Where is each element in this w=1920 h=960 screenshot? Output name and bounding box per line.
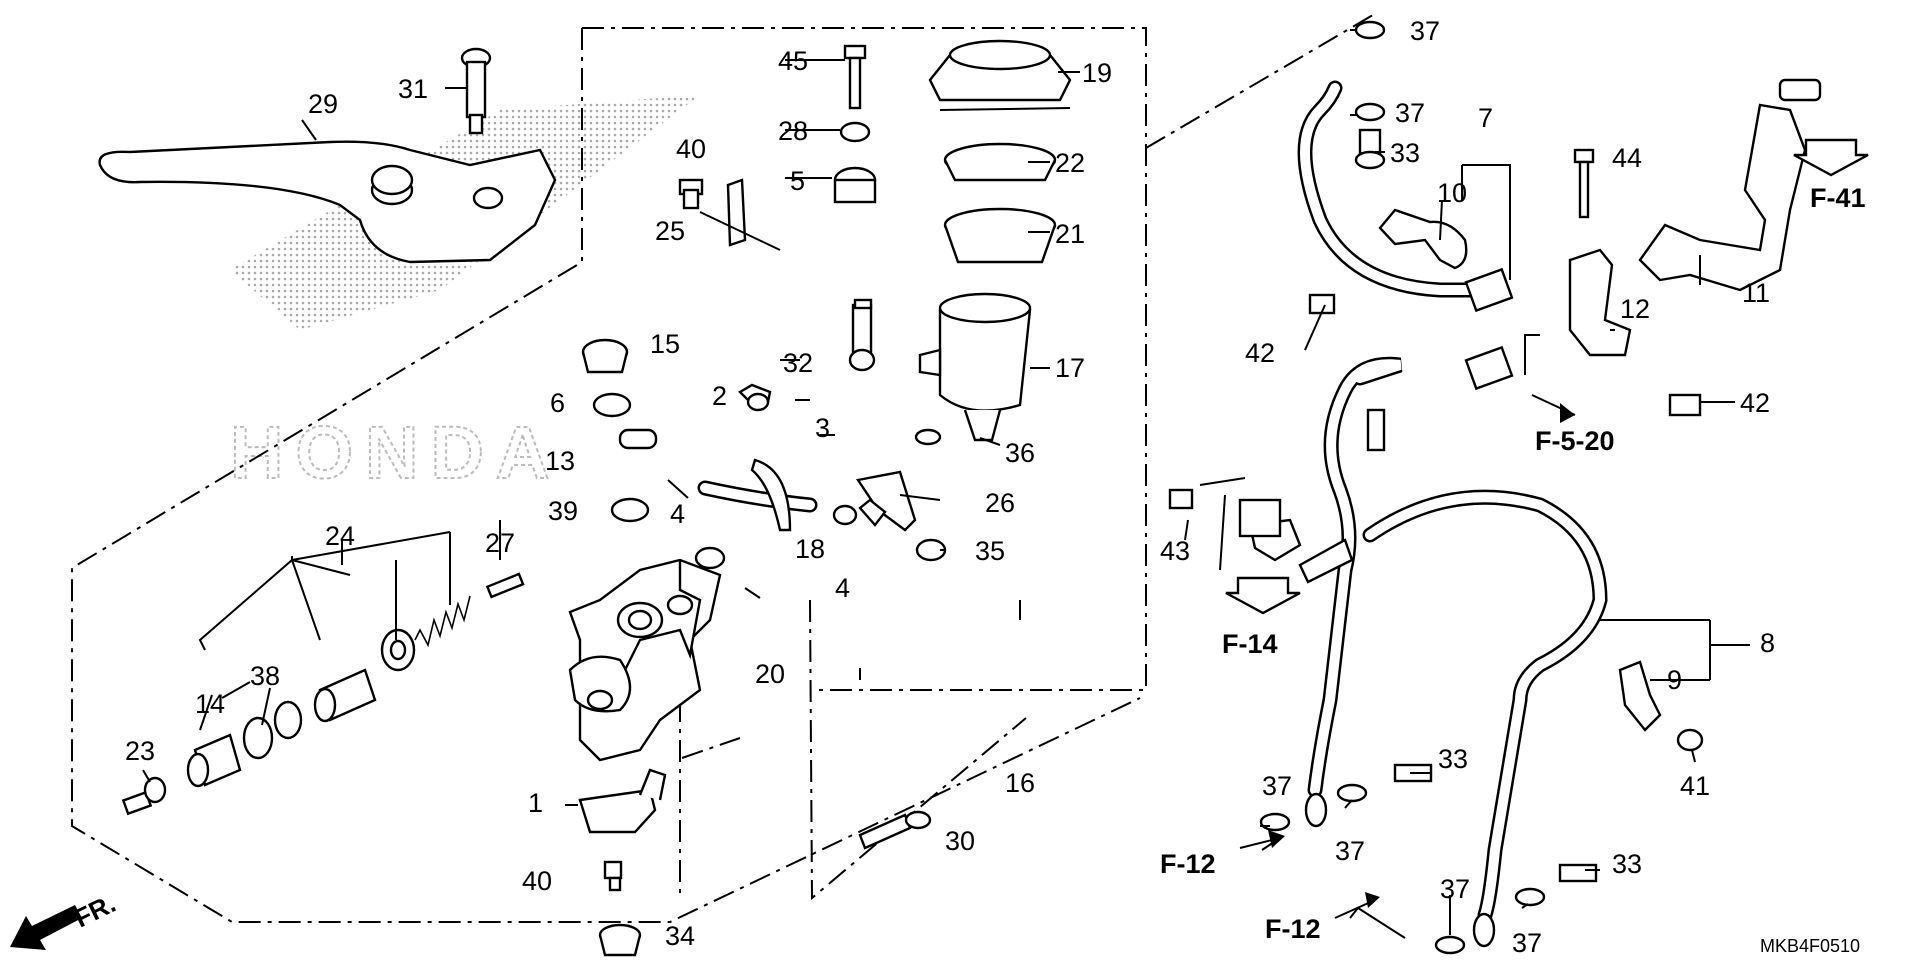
callout-27: 27 (485, 528, 515, 558)
callout-28: 28 (778, 116, 808, 146)
callout-17: 17 (1055, 353, 1085, 383)
assembly-boundaries (71, 11, 1379, 923)
callout-8: 8 (1760, 628, 1775, 658)
leader-lines (142, 29, 1750, 939)
callout-16: 16 (1005, 768, 1035, 798)
callout-39: 39 (548, 496, 578, 526)
ref-f14: F-14 (1222, 629, 1278, 659)
callout-6: 6 (550, 388, 565, 418)
callout-40a: 40 (676, 134, 706, 164)
callout-labels: 1 2 3 4 4 5 6 7 8 9 10 11 12 13 14 15 16… (125, 16, 1775, 958)
reference-arrows (1199, 138, 1869, 919)
callout-18: 18 (795, 534, 825, 564)
callout-37e: 37 (1440, 874, 1470, 904)
callout-7: 7 (1478, 103, 1493, 133)
callout-11: 11 (1742, 278, 1770, 308)
brake-reservoir (918, 39, 1072, 442)
callout-5: 5 (790, 166, 805, 196)
callout-14: 14 (195, 689, 225, 719)
callout-13: 13 (545, 446, 575, 476)
callout-38: 38 (250, 661, 280, 691)
callout-21: 21 (1055, 219, 1085, 249)
ref-f12a: F-12 (1160, 849, 1216, 879)
callout-31: 31 (398, 74, 428, 104)
callout-22: 22 (1055, 148, 1085, 178)
callout-29: 29 (308, 89, 338, 119)
callout-20: 20 (755, 659, 785, 689)
callout-37a: 37 (1410, 16, 1440, 46)
callout-35: 35 (975, 536, 1005, 566)
callout-42a: 42 (1245, 338, 1275, 368)
callout-23: 23 (125, 736, 155, 766)
right-fasteners (1168, 20, 1822, 955)
brackets (1238, 103, 1807, 752)
small-parts (578, 44, 947, 957)
callout-4: 4 (670, 499, 685, 529)
callout-40b: 40 (522, 866, 552, 896)
callout-32: 32 (783, 348, 813, 378)
callout-33c: 33 (1612, 849, 1642, 879)
callout-33b: 33 (1438, 744, 1468, 774)
callout-37f: 37 (1512, 928, 1542, 958)
piston-assembly (121, 572, 525, 816)
callout-33a: 33 (1390, 138, 1420, 168)
callout-45: 45 (778, 46, 808, 76)
diagram-code: MKB4F0510 (1760, 936, 1860, 956)
callout-43: 43 (1160, 536, 1190, 566)
callout-15: 15 (650, 329, 680, 359)
callout-26: 26 (985, 488, 1015, 518)
brake-hoses (1297, 80, 1608, 948)
callout-3: 3 (815, 413, 830, 443)
ref-f12b: F-12 (1265, 914, 1321, 944)
callout-30: 30 (945, 826, 975, 856)
master-cylinder-body (568, 546, 726, 762)
front-direction-arrow: FR. (10, 888, 120, 950)
front-direction-label: FR. (69, 888, 120, 933)
callout-42b: 42 (1740, 388, 1770, 418)
callout-34: 34 (665, 921, 695, 951)
callout-37d: 37 (1335, 836, 1365, 866)
callout-24: 24 (325, 521, 355, 551)
callout-36: 36 (1005, 438, 1035, 468)
callout-19: 19 (1082, 58, 1112, 88)
ref-f41: F-41 (1810, 183, 1866, 213)
callout-37b: 37 (1395, 98, 1425, 128)
callout-12: 12 (1620, 294, 1650, 324)
callout-9: 9 (1667, 665, 1682, 695)
callout-37c: 37 (1262, 771, 1292, 801)
callout-44: 44 (1612, 143, 1642, 173)
pivot-bolt (460, 47, 492, 135)
callout-10: 10 (1437, 178, 1467, 208)
brake-lever (98, 140, 557, 264)
callout-25: 25 (655, 216, 685, 246)
ref-f520: F-5-20 (1535, 426, 1615, 456)
callout-4b: 4 (835, 573, 850, 603)
callout-2: 2 (712, 381, 727, 411)
reference-labels: F-41 F-5-20 F-14 F-12 F-12 (1160, 183, 1866, 944)
callout-1: 1 (528, 788, 543, 818)
callout-41: 41 (1680, 771, 1710, 801)
watermark-text: HONDA (230, 411, 561, 494)
